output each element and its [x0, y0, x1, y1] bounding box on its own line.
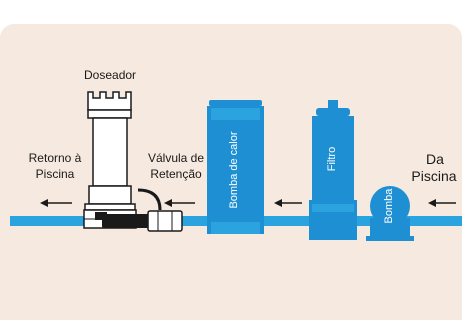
arrow-retorno	[40, 199, 72, 207]
label-doseador: Doseador	[84, 68, 137, 82]
label-valvula-line1: Válvula de	[147, 151, 205, 165]
valvula-retencao	[102, 210, 183, 232]
label-retorno-line2: Piscina	[35, 167, 75, 181]
arrow-valvula	[164, 199, 195, 207]
filtro-unit	[309, 100, 357, 240]
arrow-da-piscina	[428, 199, 456, 207]
bomba-unit	[366, 186, 414, 241]
label-bomba-de-calor: Bomba de calor	[228, 131, 240, 209]
label-retorno-line1: Retorno à	[28, 151, 82, 165]
label-valvula-line2: Retenção	[150, 167, 202, 181]
label-bomba: Bomba	[383, 188, 395, 224]
flow-arrows	[40, 199, 456, 207]
label-da-line2: Piscina	[411, 168, 457, 184]
label-da-line1: Da	[426, 151, 444, 167]
bomba-de-calor-unit	[207, 100, 264, 234]
label-filtro: Filtro	[326, 146, 338, 172]
arrow-bomba-calor	[274, 199, 302, 207]
